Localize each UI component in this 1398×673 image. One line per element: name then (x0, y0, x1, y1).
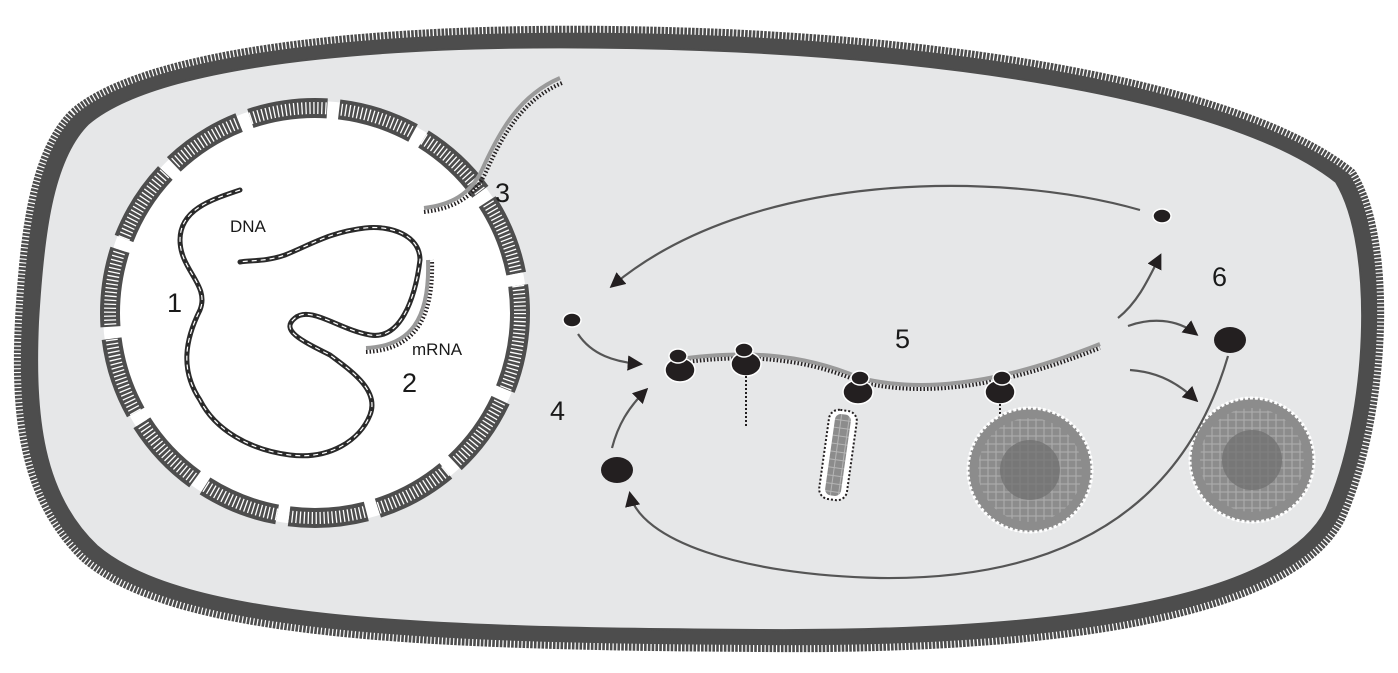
dna-label: DNA (230, 217, 267, 236)
ribosome-4 (984, 370, 1016, 420)
arrow-small-subunit-to-initiation (577, 333, 644, 371)
nuclear-envelope (100, 98, 530, 528)
mrna-nuclear (365, 259, 435, 354)
arrow-large-subunit-recycle (625, 355, 1230, 580)
small-subunit-released (1152, 208, 1172, 224)
step-6-label: 6 (1212, 262, 1227, 292)
cell-membrane-heads (6, 18, 1392, 660)
dna-strand (177, 187, 423, 459)
arrow-small-subunit-recycle (609, 184, 1141, 288)
mrna-label: mRNA (412, 340, 463, 359)
step-5-label: 5 (895, 324, 910, 354)
step-1-label: 1 (167, 288, 182, 318)
large-subunit-free (601, 457, 633, 483)
step-2-label: 2 (402, 368, 417, 398)
arrow-large-subunit-to-initiation (610, 387, 649, 449)
step-4-label: 4 (550, 396, 565, 426)
step-3-label: 3 (495, 178, 510, 208)
arrow-release-small (1117, 253, 1162, 319)
folding-protein (966, 406, 1094, 534)
ribosome-2 (730, 342, 762, 428)
ribosome-1 (664, 348, 696, 383)
folded-protein (1188, 396, 1316, 524)
arrow-release-large (1127, 319, 1199, 336)
arrow-release-protein (1129, 368, 1199, 403)
small-subunit-free (562, 312, 582, 328)
mrna-exiting (423, 76, 563, 214)
large-subunit-released (1214, 327, 1246, 353)
ribosome-3 (818, 370, 874, 502)
